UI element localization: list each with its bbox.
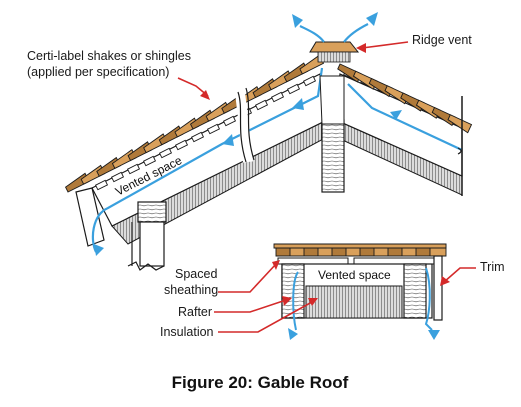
sheathing-strip <box>126 163 141 175</box>
detail-trim <box>433 255 443 321</box>
ridge-airflow-left-arrow <box>292 14 303 28</box>
rafter-label: Rafter <box>178 305 212 319</box>
left-shake-courses <box>64 54 325 193</box>
detail-airflow-arrow-left <box>288 328 298 340</box>
detail-insulation <box>305 285 403 319</box>
ridge-board <box>319 75 345 125</box>
detail-shakes <box>273 243 447 257</box>
detail-airflow <box>292 271 299 331</box>
ridge-airflow-right-arrow <box>366 12 378 26</box>
ridge-vent-cap <box>309 41 360 53</box>
ridge-assembly <box>292 12 378 193</box>
break-symbol <box>235 87 255 163</box>
detail-airflow-arrow-right <box>428 330 440 340</box>
sheathing-strip <box>302 75 317 87</box>
wall-break-line <box>127 261 165 271</box>
right-airflow-path <box>347 83 463 151</box>
detail-airflow-right <box>424 267 433 331</box>
callout-ridge-vent: Ridge vent <box>356 33 472 53</box>
sheathing-strip <box>190 131 205 143</box>
right-shake-courses <box>337 63 473 134</box>
sheathing-strip <box>94 179 109 191</box>
callout-spaced-sheathing: Spaced sheathing <box>164 260 280 297</box>
ridge-vent-leader <box>361 41 409 49</box>
rafter-leader-arrow <box>282 296 292 306</box>
shakes-leader-arrow <box>200 90 210 100</box>
wall-stud <box>139 221 165 267</box>
rafter-leader <box>214 299 287 313</box>
ridge-airflow-left <box>299 25 325 43</box>
spaced-sheathing-label-line2: sheathing <box>164 283 218 297</box>
top-plate <box>137 201 167 223</box>
ridge-vent-leader-arrow <box>356 43 366 53</box>
ridge-airflow-right <box>343 23 369 43</box>
sheathing-strip <box>286 83 301 95</box>
insulation-leader <box>218 301 313 333</box>
insulation-leader-arrow <box>308 298 318 306</box>
sheathing-strip <box>110 171 125 183</box>
callout-trim: Trim <box>440 260 505 286</box>
detail-shake-top <box>273 243 447 249</box>
spaced-sheathing-leader-arrow <box>272 260 280 270</box>
right-break-mark <box>457 147 462 155</box>
insulation-label: Insulation <box>160 325 214 339</box>
right-roof-slope <box>335 63 473 196</box>
sheathing-strip <box>174 139 189 151</box>
detail-rafter-right <box>403 263 427 319</box>
callout-shakes: Certi-label shakes or shingles (applied … <box>27 49 210 100</box>
trim-label: Trim <box>480 260 505 274</box>
right-airflow-arrow <box>390 110 402 120</box>
spaced-sheathing-label-line1: Spaced <box>175 267 217 281</box>
ridge-vent-label: Ridge vent <box>412 33 472 47</box>
trim-leader <box>443 267 476 283</box>
spaced-sheathing-leader <box>218 263 277 293</box>
callout-insulation: Insulation <box>160 298 318 339</box>
detail-vented-space-label: Vented space <box>318 268 391 282</box>
detail-sheathing-left <box>277 257 349 265</box>
shakes-label-line1: Certi-label shakes or shingles <box>27 49 191 63</box>
left-airflow-path <box>91 67 324 253</box>
sheathing-strip <box>270 91 285 103</box>
left-airflow-arrow-1 <box>222 134 234 146</box>
sheathing-strip <box>142 155 157 167</box>
sheathing-strip <box>254 99 269 111</box>
left-airflow-arrow-3 <box>94 244 104 256</box>
shake-course <box>447 114 473 134</box>
trim-leader-arrow <box>440 276 450 286</box>
left-fascia-board <box>75 187 105 247</box>
left-airflow-arrow-2 <box>292 98 304 110</box>
ridge-vent-mesh <box>317 51 351 63</box>
eave-wall <box>127 201 167 271</box>
detail-sheathing-right <box>353 257 441 265</box>
sheathing-strip <box>158 147 173 159</box>
figure-caption: Figure 20: Gable Roof <box>172 373 349 392</box>
sheathing-strip <box>206 123 221 135</box>
ridge-post <box>321 119 345 193</box>
sheathing-strip <box>222 115 237 127</box>
detail-section <box>273 243 447 340</box>
callout-rafter: Rafter <box>178 296 292 319</box>
shakes-label-line2: (applied per specification) <box>27 65 169 79</box>
